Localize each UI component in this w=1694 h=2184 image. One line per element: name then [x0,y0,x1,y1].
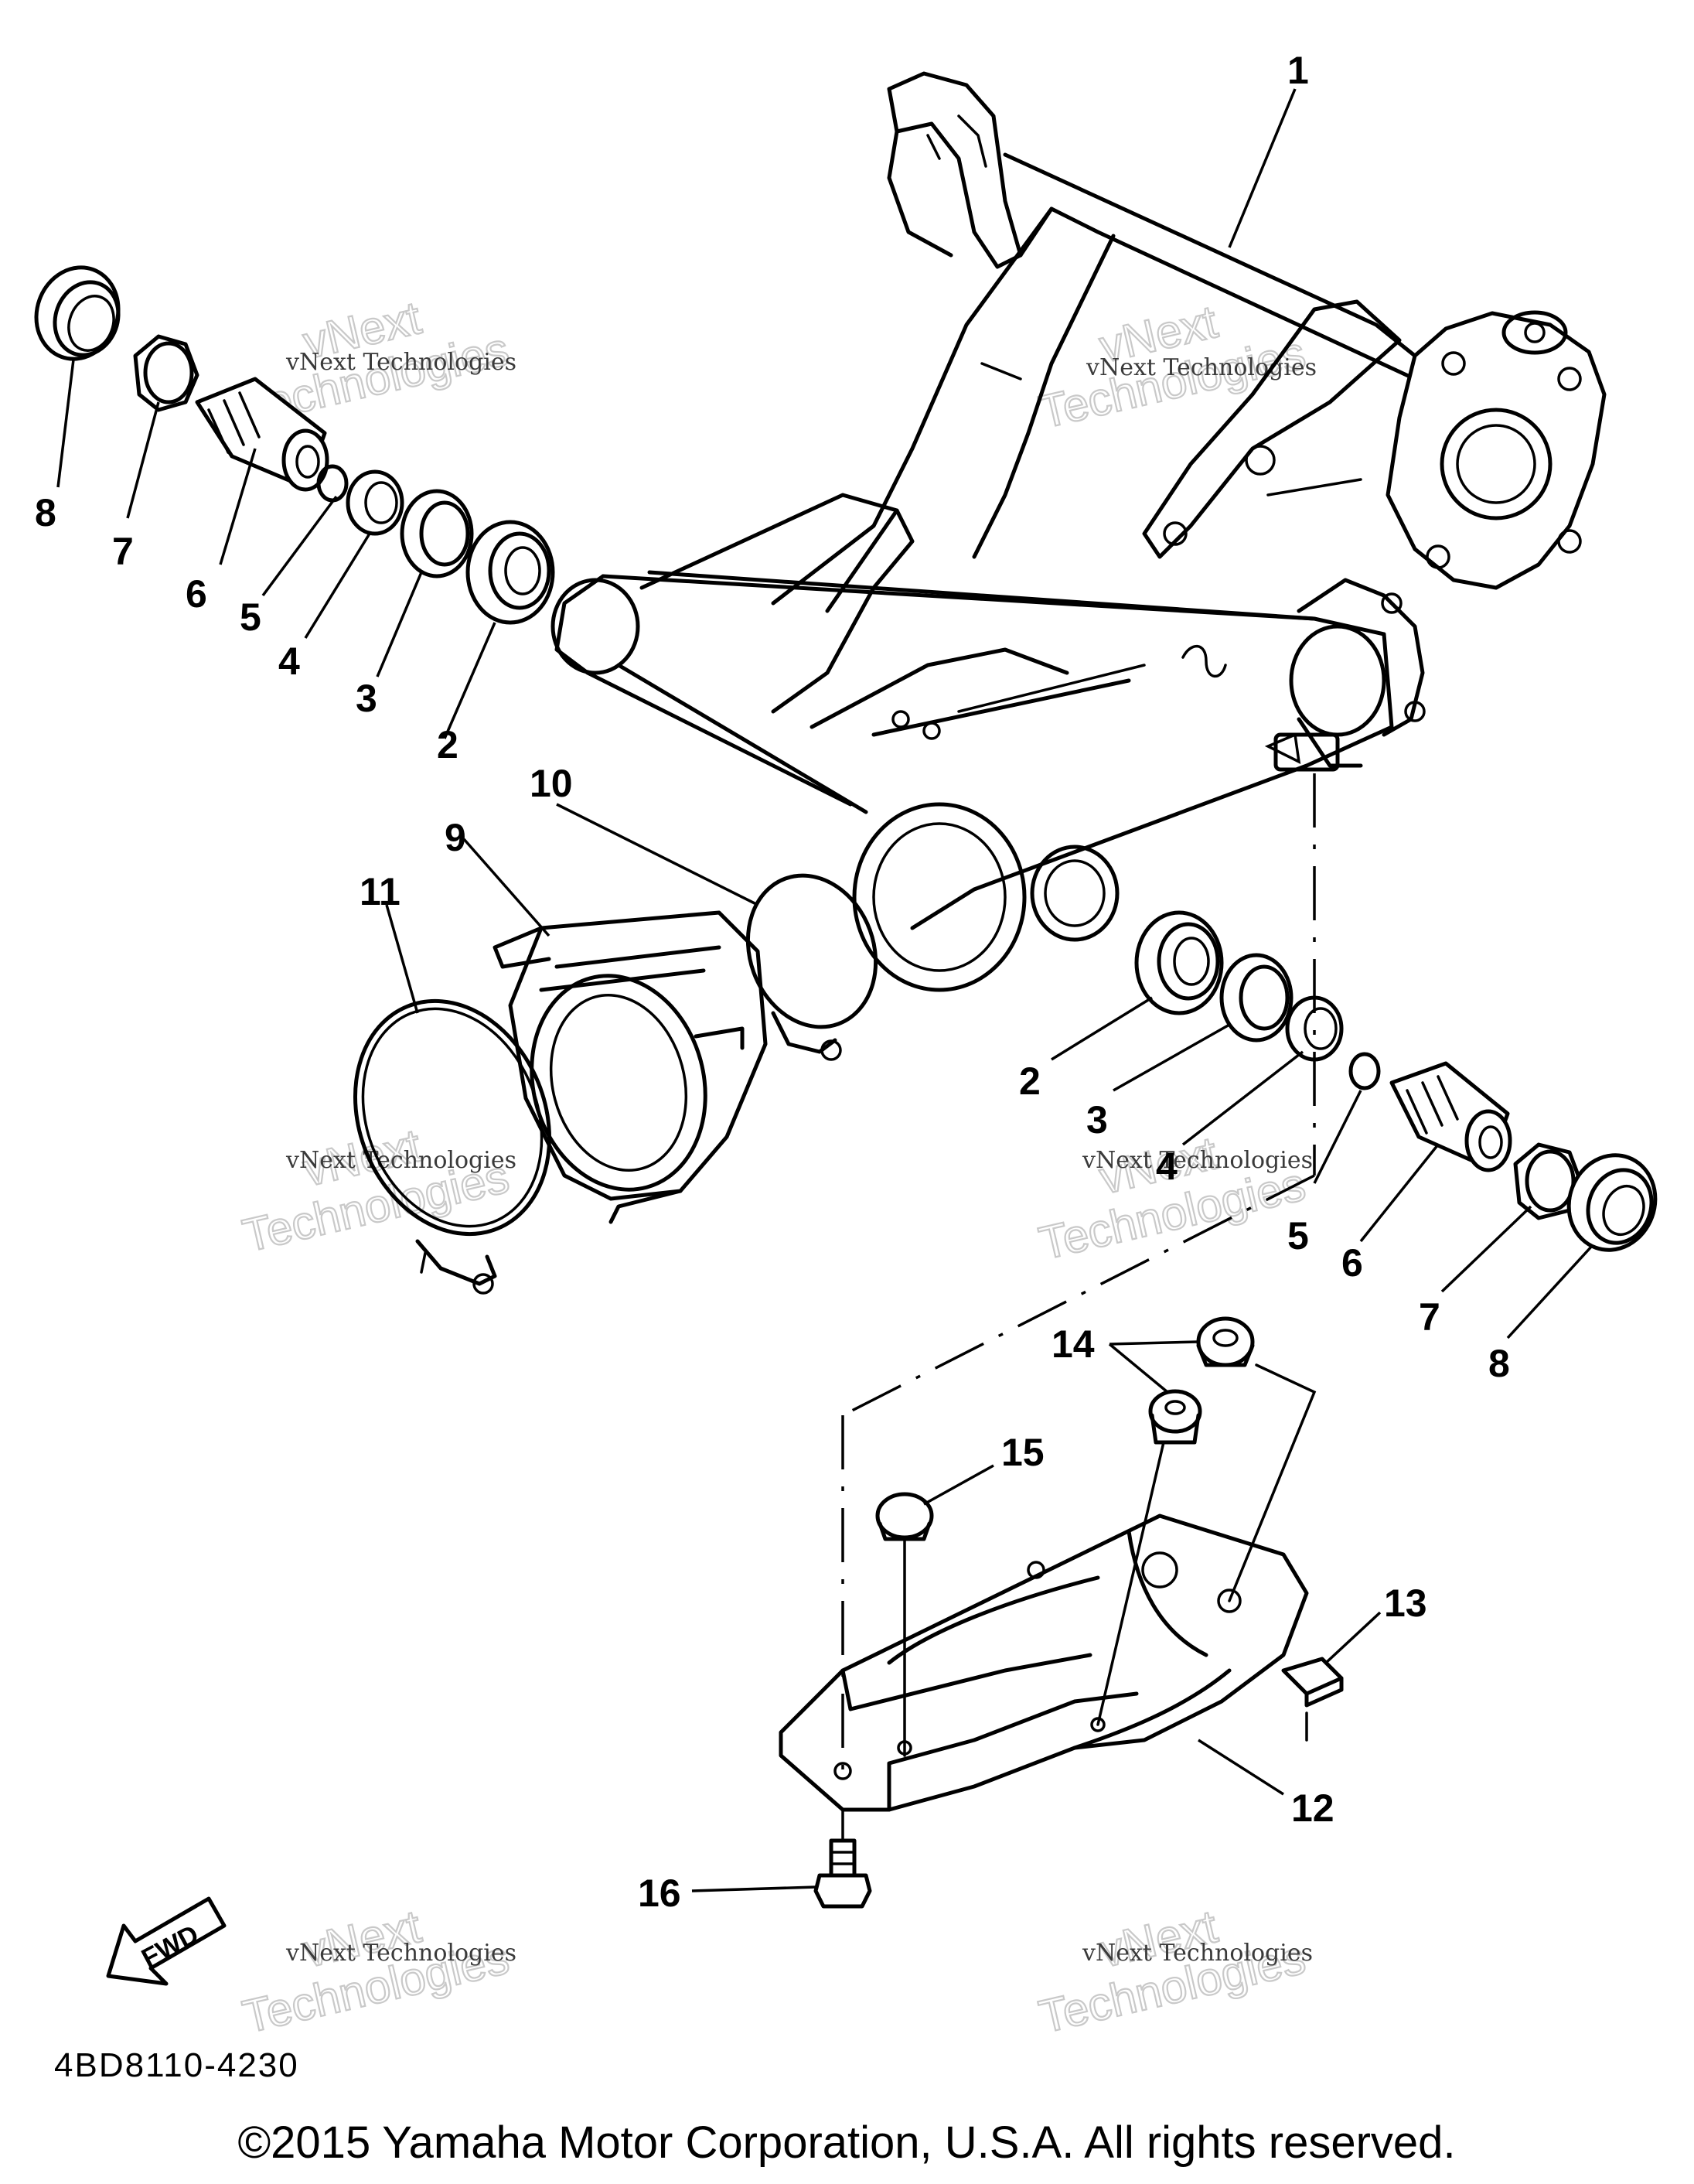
cap-part-15 [875,1492,934,1541]
callout-11: 11 [360,870,400,913]
leader-lines [56,88,1594,1892]
callout-labels: 1 2 3 4 5 6 7 8 9 10 11 2 3 4 5 6 7 8 14… [35,49,1510,1915]
damper-part-14 [1148,1316,1255,1445]
pad-part-13 [1281,1657,1344,1708]
callout-4: 4 [1156,1145,1178,1188]
hose-clamp-part-11 [353,998,552,1295]
callout-8: 8 [1488,1342,1510,1385]
watermark-text: vNext Technologies [285,1147,516,1174]
bolt-part-16 [813,1838,872,1909]
centerline [1228,1363,1317,1602]
callout-2: 2 [437,723,458,766]
callout-4: 4 [278,640,300,683]
watermark-mid-left: vNext Technologies [237,1118,515,1263]
callout-13: 13 [1384,1582,1427,1625]
callout-3: 3 [1086,1098,1108,1141]
left-pivot-parts [34,265,555,625]
swingarm-part-1 [550,71,1607,992]
fwd-arrow-icon: FWD [106,1896,227,1986]
callout-7: 7 [1419,1295,1440,1339]
callout-2: 2 [1019,1060,1041,1103]
callout-5: 5 [1287,1214,1309,1258]
right-pivot-parts [1134,910,1658,1252]
callout-16: 16 [638,1872,681,1915]
watermark-text: vNext Technologies [1082,1940,1313,1967]
rubber-boot-part-9 [493,910,768,1224]
callout-12: 12 [1291,1786,1334,1830]
callout-8: 8 [35,491,56,534]
callout-1: 1 [1287,49,1309,92]
callout-5: 5 [240,595,261,639]
callout-15: 15 [1001,1431,1045,1474]
watermark-text: vNext Technologies [1086,354,1317,381]
watermark-text: vNext Technologies [285,349,516,376]
callout-10: 10 [530,762,573,805]
copyright-notice: ©2015 Yamaha Motor Corporation, U.S.A. A… [237,2117,1455,2168]
callout-6: 6 [1341,1241,1363,1285]
watermark-text: vNext Technologies [1082,1147,1313,1174]
callout-9: 9 [445,816,466,859]
diagram-code: 4BD8110-4230 [54,2046,299,2084]
hose-clamp-part-10 [745,873,878,1061]
callout-3: 3 [356,677,377,720]
callout-6: 6 [186,572,207,616]
centerline [1096,1441,1165,1726]
callout-7: 7 [112,530,134,573]
guard-part-12 [779,1513,1309,1812]
callout-14: 14 [1052,1322,1095,1366]
watermark-text: vNext Technologies [285,1940,516,1967]
watermark-mid-right: vNext Technologies [1034,1126,1311,1271]
